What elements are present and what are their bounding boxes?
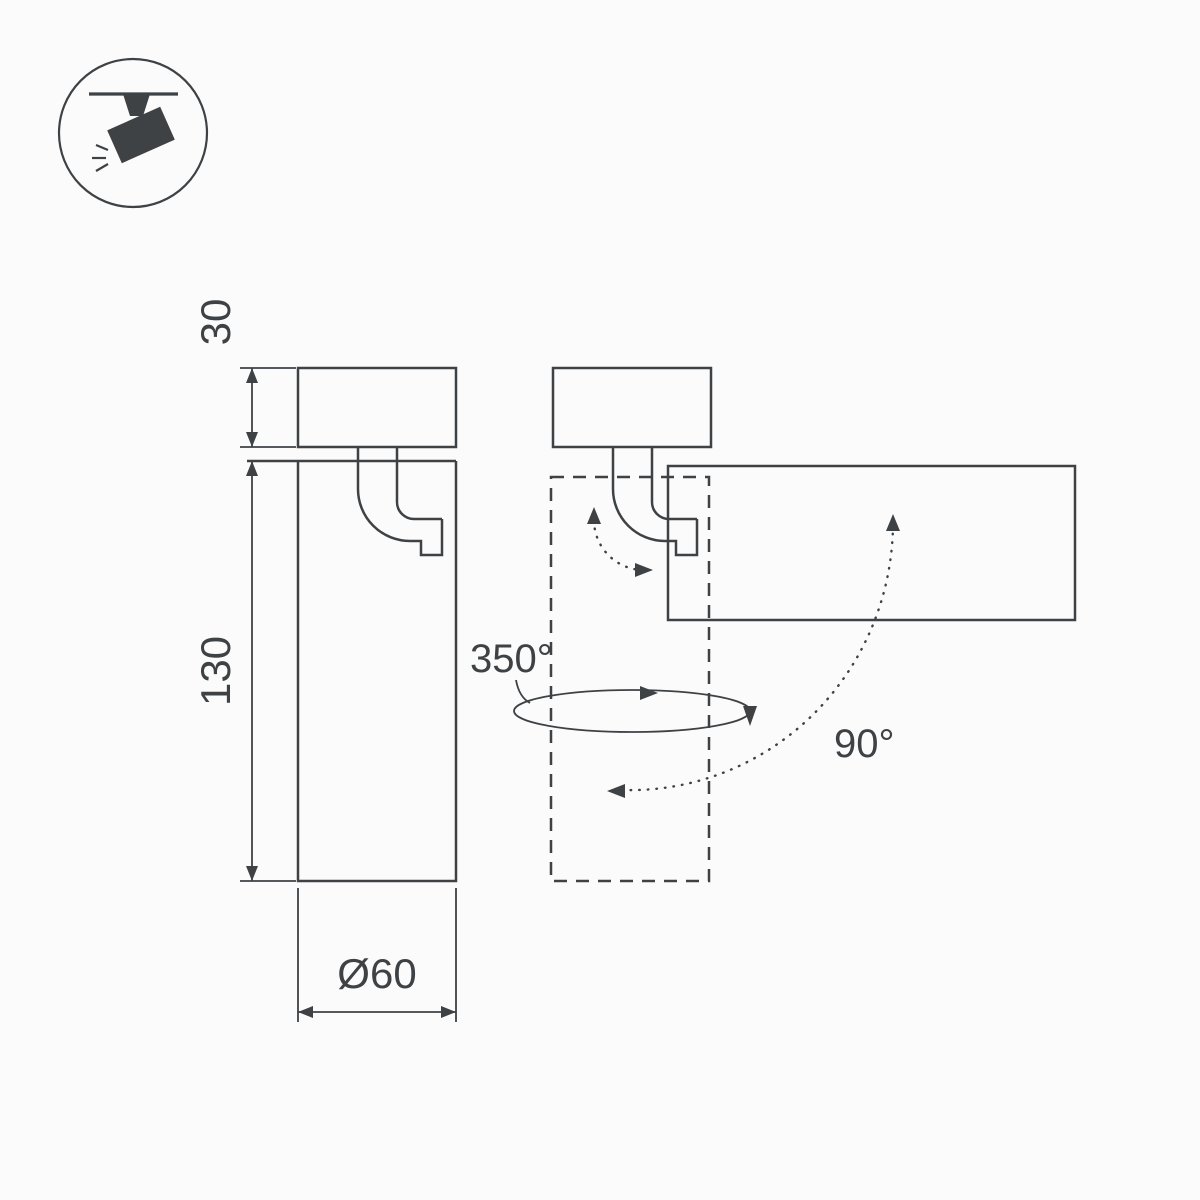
dimension-diameter: Ø60 — [297, 888, 457, 1022]
diameter-label: Ø60 — [337, 950, 416, 997]
product-icon — [57, 57, 209, 209]
extension-lines — [240, 367, 296, 448]
icon-spotlight-body — [107, 106, 175, 164]
tilt-arc — [620, 521, 895, 792]
icon-circle — [57, 57, 209, 209]
arrowhead-right — [441, 1006, 456, 1018]
arrowhead-up — [246, 368, 258, 383]
rotation-view — [549, 366, 1077, 883]
swivel-arm-outline — [356, 447, 444, 557]
swivel-arm-outline — [611, 447, 699, 557]
swivel-annotation: 350° — [470, 637, 757, 733]
icon-light-ray-1 — [95, 143, 109, 152]
swivel-rotation-path — [513, 689, 751, 733]
body-rotated-outline — [666, 464, 1077, 622]
tilt-annotation: 90° — [587, 507, 900, 798]
mount-base-outline — [551, 366, 713, 449]
icon-light-ray-3 — [95, 163, 109, 172]
extension-lines — [297, 888, 457, 1022]
dimension-base-height: 30 — [192, 299, 296, 448]
tilt-arrowhead-left — [607, 784, 625, 798]
arm-tilt-arrowhead-right — [635, 563, 653, 577]
label-leader-line — [515, 679, 531, 704]
swivel-arrowhead-top — [640, 686, 658, 700]
arm-tilt-arrowhead-up — [587, 507, 601, 524]
tilt-arrowhead-up — [886, 514, 900, 531]
icon-mount-stem — [123, 94, 150, 116]
body-vertical-ghost — [549, 475, 711, 883]
swivel-angle-label: 350° — [470, 637, 553, 681]
body-outline — [247, 459, 458, 883]
body-height-label: 130 — [192, 636, 239, 706]
tilt-angle-label: 90° — [834, 722, 895, 766]
swivel-arrowhead-end — [743, 706, 757, 726]
arrowhead-down — [246, 432, 258, 447]
arrowhead-up — [246, 461, 258, 476]
arrowhead-down — [246, 866, 258, 881]
front-view — [247, 366, 458, 883]
dimension-body-height: 130 — [192, 461, 296, 882]
base-height-label: 30 — [192, 299, 239, 346]
mount-base-outline — [296, 366, 458, 449]
arrowhead-left — [298, 1006, 313, 1018]
arm-tilt-arc — [592, 518, 644, 572]
